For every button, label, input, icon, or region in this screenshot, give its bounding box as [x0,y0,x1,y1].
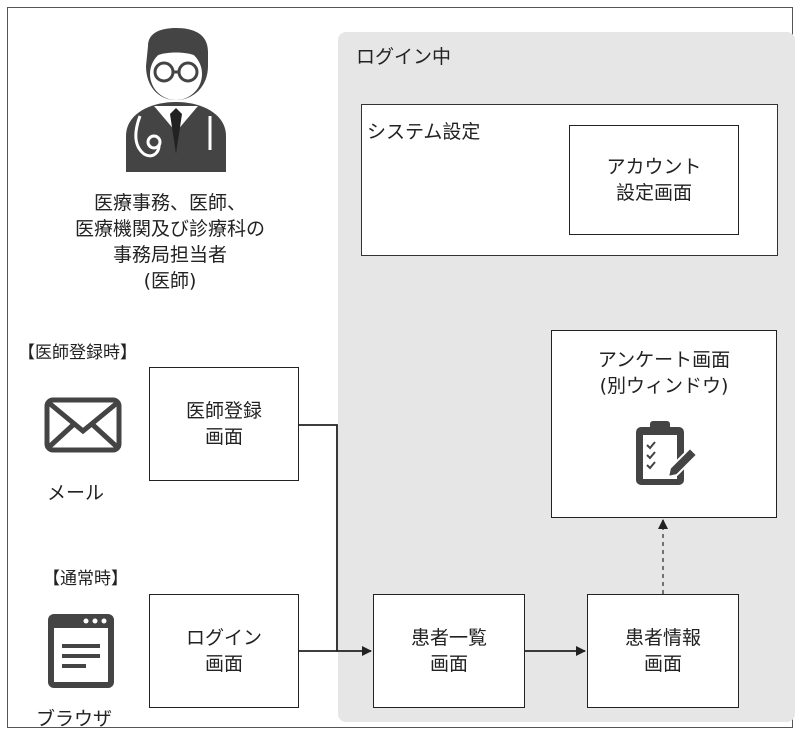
mail-label: メール [47,482,105,504]
patient-info-line2: 画面 [643,653,682,675]
patient-info-line1: 患者情報 [624,627,701,649]
account-settings-box: アカウント 設定画面 [569,125,739,235]
doctor-icon [126,28,226,172]
doctor-registration-heading: 【医師登録時】 [18,343,137,363]
doctor-registration-line2: 画面 [204,426,243,448]
login-screen-line1: ログイン [185,627,262,649]
patient-list-box: 患者一覧 画面 [373,594,525,708]
connector-registration-to-list [299,424,372,656]
normal-heading: 【通常時】 [43,569,128,589]
doctor-line3: 事務局担当者 [112,244,227,266]
doctor-registration-box: 医師登録 画面 [149,367,299,481]
account-settings-line1: アカウント [606,156,702,178]
account-settings-line2: 設定画面 [615,182,692,204]
patient-list-line2: 画面 [429,653,468,675]
login-screen-box: ログイン 画面 [149,594,299,708]
browser-icon [48,614,114,688]
doctor-line1: 医療事務、医師、 [93,192,246,214]
survey-line1: アンケート画面 [597,349,731,371]
doctor-registration-line1: 医師登録 [185,400,262,422]
browser-label: ブラウザ [36,708,113,730]
doctor-line2: 医療機関及び診療科の [74,218,265,240]
doctor-caption: 医療事務、医師、 医療機関及び診療科の 事務局担当者 (医師) [36,190,304,294]
patient-info-box: 患者情報 画面 [587,594,739,708]
doctor-line4: (医師) [143,270,197,292]
system-settings-label: システム設定 [367,121,481,143]
survey-line2: (別ウィンドウ) [599,375,729,397]
clipboard-icon [636,421,699,485]
survey-box: アンケート画面 (別ウィンドウ) [551,330,777,518]
login-screen-line2: 画面 [204,653,243,675]
patient-list-line1: 患者一覧 [410,627,487,649]
login-area-label: ログイン中 [356,46,452,68]
mail-icon [44,397,122,453]
